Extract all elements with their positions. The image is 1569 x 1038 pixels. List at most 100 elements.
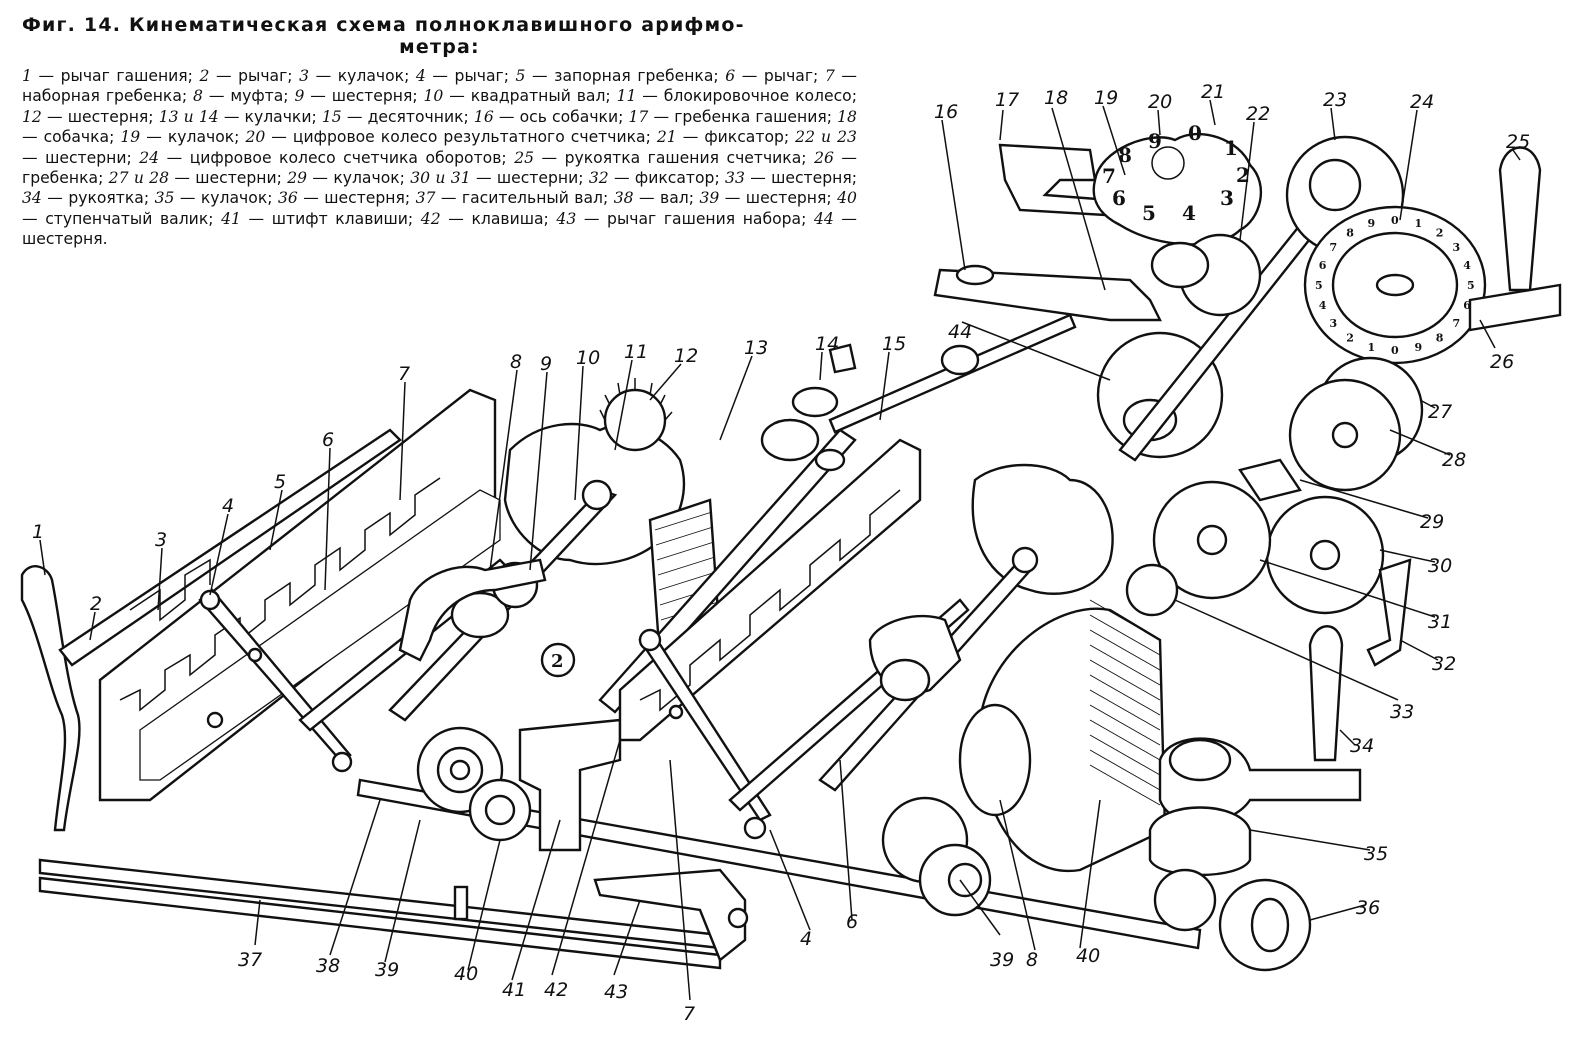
figure-legend: 1 — рычаг гашения; 2 — рычаг; 3 — кулачо…: [22, 66, 857, 250]
legend-item: 17 — гребенка гашения;: [628, 107, 832, 126]
callout-18: 18: [1044, 87, 1068, 109]
legend-number: 1: [22, 67, 32, 85]
legend-item: 15 — десяточник;: [321, 107, 469, 126]
dial-24-digit: 3: [1330, 317, 1338, 330]
callout-14: 14: [815, 333, 839, 355]
legend-text: шестерня;: [745, 189, 832, 208]
legend-item: 37 — гасительный вал;: [415, 189, 609, 208]
legend-text: блокировочное колесо;: [663, 87, 857, 106]
pawl-18: [933, 268, 1162, 322]
legend-item: 19 — кулачок;: [120, 128, 240, 147]
legend-number: 40: [837, 189, 857, 208]
legend-number: 20: [245, 128, 266, 147]
legend-text: шестерня;: [324, 189, 411, 208]
legend-text: гребенка;: [22, 169, 104, 188]
shaft-37-lower: [38, 876, 722, 970]
setting-comb-7-left: [139, 489, 501, 781]
dial-20-digit: 3: [1220, 186, 1234, 210]
legend-text: муфта;: [230, 87, 289, 106]
legend-item: 18 — собачка;: [22, 107, 857, 147]
legend-number: 2: [199, 67, 210, 85]
gear-31: [1152, 480, 1272, 600]
legend-number: 13 и 14: [158, 107, 219, 126]
legend-number: 32: [588, 169, 609, 188]
legend-text: шестерни;: [496, 169, 584, 188]
stepped-drum-40: [958, 599, 1167, 873]
callout-17: 17: [995, 89, 1019, 111]
zeroing-shaft-37: [38, 858, 722, 950]
legend-text: кулачок;: [167, 128, 240, 147]
counter-zeroing-handle-25: [1468, 146, 1562, 332]
figure-title: Фиг. 14. Кинематическая схема полноклави…: [22, 14, 745, 36]
callout-11: 11: [624, 341, 648, 363]
legend-item: 11 — блокировочное колесо;: [616, 87, 857, 106]
dial-24-digit: 2: [1436, 226, 1444, 239]
legend-number: 9: [294, 87, 305, 106]
legend-number: 7: [824, 67, 835, 85]
legend-number: 33: [725, 169, 745, 188]
legend-item: 26 — гребенка;: [22, 148, 858, 188]
callout-32: 32: [1432, 653, 1456, 675]
callout-5: 5: [274, 471, 286, 493]
legend-number: 38: [613, 189, 634, 208]
legend-text: запорная гребенка;: [554, 67, 719, 85]
legend-text: кулачок;: [333, 169, 405, 188]
callout-36: 36: [1356, 897, 1380, 919]
legend-text: кулачки;: [244, 107, 317, 126]
cam-35: [1148, 806, 1252, 877]
legend-text: шестерни;: [195, 169, 282, 188]
legend-item: 3 — кулачок;: [299, 67, 410, 85]
dial-24-digit: 7: [1453, 317, 1461, 330]
legend-number: 6: [725, 67, 736, 85]
callout-40: 40: [1076, 945, 1100, 967]
callout-38: 38: [316, 955, 340, 977]
cam-29: [1238, 458, 1302, 502]
pawl-axis-16: [955, 264, 995, 286]
cam-13: [760, 418, 846, 472]
clutch-8-right: [868, 614, 962, 702]
legend-number: 8: [193, 87, 203, 106]
legend-text: вал;: [660, 189, 695, 208]
dial-20-digit: 8: [1118, 143, 1132, 167]
legend-item: 13 и 14 — кулачки;: [158, 107, 317, 126]
callout-42: 42: [544, 979, 568, 1001]
callout-2: 2: [90, 593, 102, 615]
legend-number: 26: [814, 148, 834, 167]
legend-text: гребенка гашения;: [674, 107, 832, 126]
legend-number: 4: [415, 67, 426, 85]
legend-number: 16: [473, 107, 494, 126]
callout-1: 1: [32, 521, 44, 543]
legend-number: 25: [514, 148, 535, 167]
callout-21: 21: [1201, 81, 1225, 103]
legend-text: шестерня;: [771, 169, 857, 188]
dial-24-digit: 7: [1330, 241, 1338, 254]
pivot-4: [199, 589, 221, 611]
stop-pin: [453, 885, 469, 921]
legend-item: 2 — рычаг;: [199, 67, 293, 85]
callout-6: 6: [322, 429, 334, 451]
legend-text: ступенчатый валик;: [45, 209, 214, 228]
callout-37: 37: [238, 949, 262, 971]
legend-text: десяточник;: [367, 107, 469, 126]
legend-number: 22 и 23: [795, 128, 857, 147]
legend-item: 21 — фиксатор;: [656, 128, 790, 147]
dial-24-digit: 1: [1368, 341, 1376, 354]
legend-text: фиксатор;: [704, 128, 790, 147]
shaft-10-end: [581, 479, 613, 511]
crank-handle-34: [1158, 625, 1362, 824]
dial-24-digit: 8: [1346, 226, 1354, 239]
callout-23: 23: [1323, 89, 1347, 111]
callout-35: 35: [1364, 843, 1388, 865]
callout-9: 9: [540, 353, 552, 375]
legend-item: 38 — вал;: [613, 189, 695, 208]
legend-text: рычаг;: [454, 67, 509, 85]
leader-lines: [39, 99, 1521, 1001]
legend-number: 43: [556, 209, 577, 228]
legend-number: 10: [423, 87, 444, 106]
callout-28: 28: [1442, 449, 1466, 471]
callout-43: 43: [604, 981, 628, 1003]
legend-item: 12 — шестерня;: [22, 107, 154, 126]
callout-19: 19: [1094, 87, 1118, 109]
